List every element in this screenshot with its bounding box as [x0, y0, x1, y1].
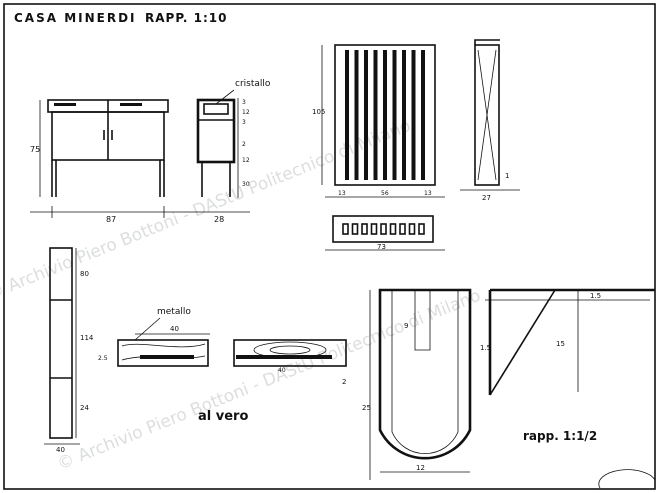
plan-slot	[418, 223, 425, 235]
dim-plan-width: 73	[377, 243, 386, 251]
door-slat	[354, 50, 359, 180]
plan-slot	[408, 223, 416, 235]
plan-slot	[389, 223, 397, 235]
label-glass: cristallo	[235, 79, 271, 89]
door-slat	[392, 50, 397, 180]
plan-slot	[361, 223, 368, 235]
dim-side: 3	[242, 119, 246, 126]
dim-bracket: 15	[556, 340, 565, 348]
dim-side: 30	[242, 181, 250, 188]
dim-slot-height: 25	[362, 404, 371, 412]
plan-slot	[380, 223, 387, 235]
stamp-mark	[598, 469, 656, 489]
label-metal: metallo	[157, 307, 191, 317]
door-slat	[345, 50, 349, 180]
bracket-detail: 1.5 1.5 15	[480, 288, 655, 396]
dim-door-slats: 56	[381, 190, 389, 197]
door-side-profile: 27 1	[460, 39, 520, 202]
scale-label: RAPP. 1:10	[145, 11, 228, 25]
door-slat	[421, 50, 425, 180]
scale-detail-label: rapp. 1:1/2	[523, 429, 597, 443]
dim-column: 24	[80, 404, 89, 412]
dim-section: 40	[170, 325, 179, 333]
plan-slot	[399, 223, 406, 235]
dim-section: 2	[342, 378, 346, 386]
slatted-door-elevation: 105 13 56 13 73	[312, 44, 445, 251]
slot-detail: 9 25 12	[362, 288, 472, 480]
watermark-text: © Archivio Piero Bottoni - DAStU Politec…	[54, 286, 483, 475]
dim-section: 40	[278, 367, 286, 374]
cabinet-front-elevation: 75 87	[30, 99, 190, 224]
plan-slot	[370, 223, 378, 235]
drawing-title: CASA MINERDI	[14, 11, 137, 25]
dim-door-border: 13	[424, 190, 432, 197]
dim-bracket: 1.5	[590, 292, 601, 300]
column-elevation: 80 114 24 40	[44, 247, 94, 454]
dim-cabinet-height: 75	[30, 145, 40, 154]
dim-side: 12	[242, 157, 250, 164]
dim-door-height: 105	[312, 108, 325, 116]
dim-door-border: 13	[338, 190, 346, 197]
dim-column: 114	[80, 334, 94, 342]
door-slat	[373, 50, 378, 180]
dim-slot: 9	[404, 322, 408, 330]
dim-side: 3	[242, 99, 246, 106]
plan-slot	[342, 223, 349, 235]
plan-slot	[351, 223, 359, 235]
watermark-text: © Archivio Piero Bottoni - DAStU Politec…	[0, 116, 414, 305]
dim-bracket: 1.5	[480, 344, 491, 352]
door-slat	[383, 50, 387, 180]
section-detail-right: 40 2	[233, 339, 347, 386]
dim-profile-gap: 1	[505, 172, 509, 180]
dim-cabinet-width: 87	[106, 215, 116, 224]
door-slat	[411, 50, 416, 180]
dim-side: 12	[242, 109, 250, 116]
cabinet-side-section: 3 12 3 2 12 30 28 cristallo	[190, 79, 271, 224]
dim-side-width: 28	[214, 215, 224, 224]
door-slat	[364, 50, 368, 180]
door-slat	[402, 50, 406, 180]
dim-side: 2	[242, 141, 246, 148]
sheet-border	[3, 3, 656, 490]
dim-profile-width: 27	[482, 194, 491, 202]
dim-slot-width: 12	[416, 464, 425, 472]
section-detail-left: 40 2.5 metallo	[98, 307, 210, 367]
dim-section: 2.5	[98, 355, 108, 362]
dim-column: 80	[80, 270, 89, 278]
note-real-scale: al vero	[198, 409, 248, 424]
dim-column-width: 40	[56, 446, 65, 454]
